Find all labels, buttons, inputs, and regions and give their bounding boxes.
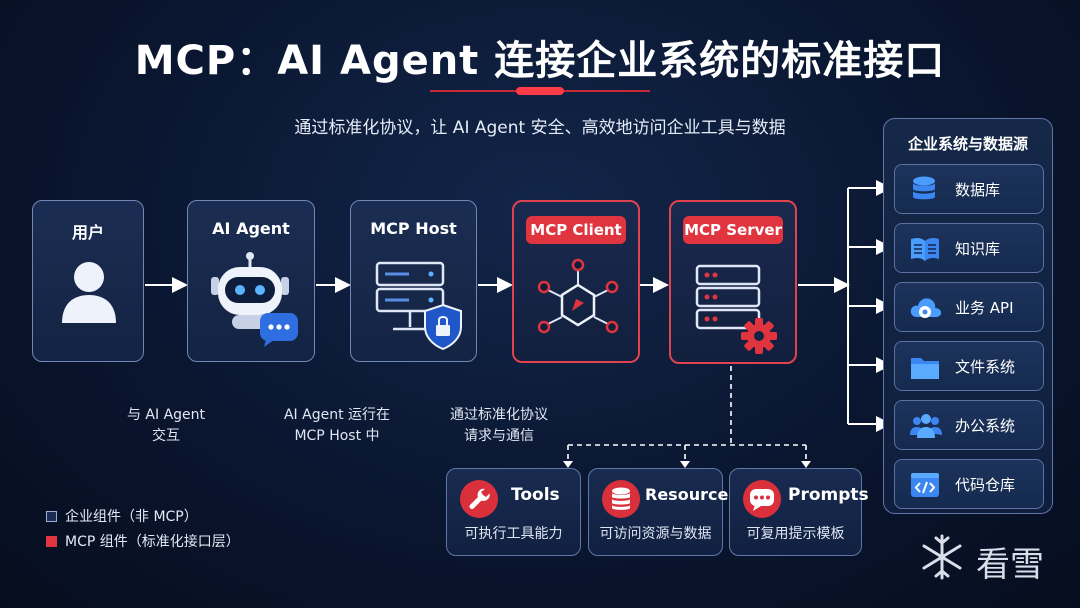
- capability-tools-card[interactable]: Tools 可执行工具能力: [446, 468, 581, 556]
- database-icon: [913, 176, 935, 200]
- capability-tools-desc: 可执行工具能力: [464, 526, 563, 542]
- title-divider-left: [430, 90, 516, 92]
- caption-host-client-line2: 请求与通信: [464, 428, 534, 444]
- legend-enterprise: 企业组件（非 MCP）: [46, 506, 198, 526]
- legend-mcp-label: MCP 组件（标准化接口层）: [65, 534, 240, 550]
- code-icon: [911, 473, 939, 497]
- ai-agent-card-title: AI Agent: [212, 219, 290, 238]
- page-subtitle: 通过标准化协议，让 AI Agent 安全、高效地访问企业工具与数据: [294, 118, 786, 138]
- ai-agent-card[interactable]: AI Agent: [187, 200, 315, 362]
- legend-enterprise-swatch: [46, 511, 57, 522]
- title-divider-right: [564, 90, 650, 92]
- source-item-file-system[interactable]: 文件系统: [894, 341, 1044, 391]
- source-item-knowledge-base[interactable]: 知识库: [894, 223, 1044, 273]
- caption-host-client: 通过标准化协议 请求与通信: [428, 405, 570, 447]
- source-item-label: 代码仓库: [955, 476, 1016, 494]
- source-item-code-repo[interactable]: 代码仓库: [894, 459, 1044, 509]
- mcp-server-card[interactable]: MCP Server: [669, 200, 797, 364]
- source-item-business-api[interactable]: 业务 API: [894, 282, 1044, 332]
- capability-resources-desc: 可访问资源与数据: [599, 526, 712, 542]
- capability-prompts-card[interactable]: Prompts 可复用提示模板: [729, 468, 869, 556]
- title-divider-accent: [516, 87, 564, 95]
- capability-resources-title: Resources: [645, 485, 738, 504]
- capability-prompts-title: Prompts: [788, 485, 869, 505]
- source-item-label: 业务 API: [955, 299, 1014, 317]
- user-card-title: 用户: [71, 223, 104, 242]
- source-item-label: 数据库: [955, 181, 1001, 199]
- people-icon: [910, 414, 942, 438]
- mcp-host-card-title: MCP Host: [370, 219, 457, 238]
- legend-mcp: MCP 组件（标准化接口层）: [46, 531, 240, 551]
- server-shield-icon: [375, 261, 462, 351]
- capability-prompts-desc: 可复用提示模板: [746, 526, 845, 542]
- source-item-label: 知识库: [955, 240, 1001, 258]
- capability-resources-card[interactable]: Resources 可访问资源与数据: [588, 468, 738, 556]
- caption-agent-host: AI Agent 运行在 MCP Host 中: [266, 405, 408, 447]
- mcp-server-label: MCP Server: [683, 216, 783, 244]
- legend-enterprise-label: 企业组件（非 MCP）: [65, 509, 198, 525]
- mcp-client-label: MCP Client: [526, 216, 626, 244]
- source-item-label: 办公系统: [955, 417, 1016, 435]
- caption-agent-host-line2: MCP Host 中: [294, 428, 380, 444]
- mcp-host-card[interactable]: MCP Host: [350, 200, 477, 362]
- caption-user-agent: 与 AI Agent 交互: [100, 405, 232, 447]
- network-hub-icon: [537, 258, 619, 334]
- chat-icon: [743, 480, 781, 518]
- caption-host-client-line1: 通过标准化协议: [450, 407, 548, 423]
- user-card[interactable]: 用户: [32, 200, 144, 362]
- cloud-gear-icon: [910, 298, 942, 318]
- user-icon: [62, 262, 116, 323]
- source-item-label: 文件系统: [955, 358, 1016, 376]
- source-item-database[interactable]: 数据库: [894, 164, 1044, 214]
- enterprise-sources-title: 企业系统与数据源: [907, 135, 1028, 153]
- robot-icon: [211, 252, 298, 347]
- watermark-text: 看雪: [976, 545, 1044, 585]
- caption-user-agent-line2: 交互: [152, 428, 180, 444]
- legend-mcp-swatch: [46, 536, 57, 547]
- database-icon: [602, 480, 640, 518]
- wrench-icon: [460, 480, 498, 518]
- server-gear-icon: [695, 264, 777, 354]
- mcp-client-card[interactable]: MCP Client: [512, 200, 640, 363]
- capability-tools-title: Tools: [511, 485, 560, 505]
- caption-user-agent-line1: 与 AI Agent: [126, 407, 206, 423]
- page-title: MCP：AI Agent 连接企业系统的标准接口: [134, 38, 946, 84]
- snowflake-icon: [922, 534, 962, 580]
- source-item-office-system[interactable]: 办公系统: [894, 400, 1044, 450]
- caption-agent-host-line1: AI Agent 运行在: [283, 407, 391, 423]
- enterprise-sources-panel: 企业系统与数据源 数据库 知识库 业务 API: [883, 118, 1053, 514]
- folder-icon: [911, 358, 939, 379]
- book-icon: [911, 237, 939, 261]
